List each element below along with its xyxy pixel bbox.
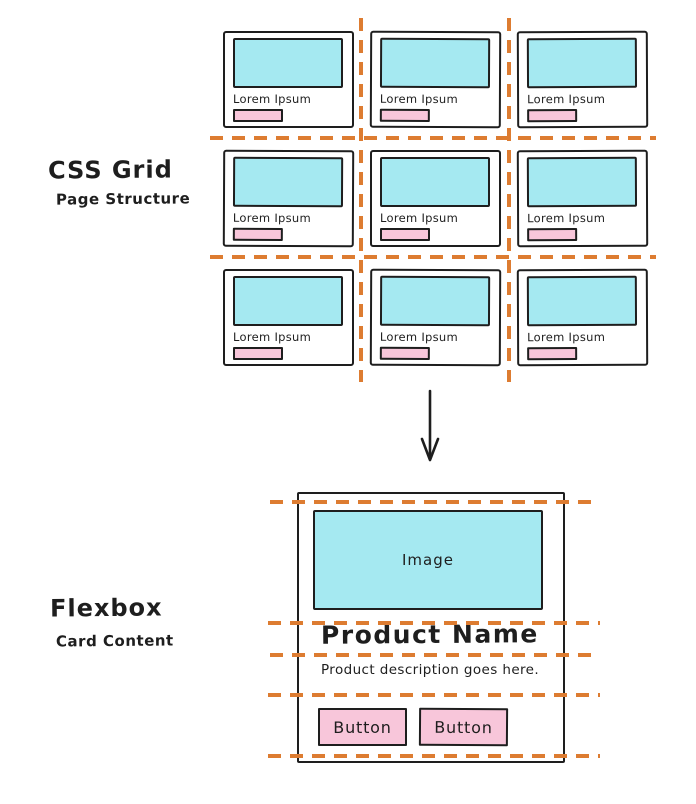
card-label: Lorem Ipsum bbox=[232, 210, 312, 226]
card-label: Lorem Ipsum bbox=[527, 329, 606, 345]
card-image-placeholder bbox=[233, 38, 343, 88]
card-image-placeholder bbox=[379, 275, 491, 327]
product-button-row: Button Button bbox=[318, 707, 509, 747]
flex-divider-bottom bbox=[268, 754, 600, 758]
product-button-1[interactable]: Button bbox=[318, 708, 407, 746]
card-button-placeholder[interactable] bbox=[232, 227, 283, 241]
grid-section-subtitle: Page Structure bbox=[55, 189, 191, 209]
flex-divider-below-image bbox=[268, 621, 600, 625]
card-image-placeholder bbox=[379, 37, 491, 89]
card-button-placeholder[interactable] bbox=[233, 109, 283, 122]
grid-card: Lorem Ipsum bbox=[222, 149, 355, 248]
flexbox-section-subtitle: Card Content bbox=[55, 631, 174, 651]
grid-card: Lorem Ipsum bbox=[369, 268, 502, 367]
card-button-placeholder[interactable] bbox=[527, 228, 578, 242]
card-label: Lorem Ipsum bbox=[527, 91, 606, 107]
card-button-placeholder[interactable] bbox=[379, 108, 430, 122]
card-image-placeholder bbox=[526, 37, 638, 89]
grid-section-title: CSS Grid bbox=[47, 155, 173, 185]
flex-divider-below-description bbox=[268, 693, 600, 697]
card-label: Lorem Ipsum bbox=[380, 211, 459, 225]
product-image-placeholder: Image bbox=[313, 510, 543, 610]
grid-card: Lorem Ipsum bbox=[516, 268, 649, 367]
grid-card: Lorem Ipsum bbox=[223, 269, 354, 366]
card-label: Lorem Ipsum bbox=[379, 329, 459, 345]
product-description: Product description goes here. bbox=[321, 662, 540, 678]
flex-divider-below-name bbox=[270, 653, 600, 657]
grid-card: Lorem Ipsum bbox=[516, 149, 649, 248]
card-image-placeholder bbox=[380, 157, 490, 207]
grid-card: Lorem Ipsum bbox=[370, 150, 501, 247]
card-label: Lorem Ipsum bbox=[527, 210, 606, 226]
grid-card: Lorem Ipsum bbox=[516, 30, 649, 129]
card-image-placeholder bbox=[233, 276, 343, 326]
card-image-placeholder bbox=[232, 156, 344, 208]
card-label: Lorem Ipsum bbox=[233, 330, 312, 344]
product-image-label: Image bbox=[402, 551, 454, 569]
grid-column-divider-1 bbox=[359, 18, 363, 382]
card-button-placeholder[interactable] bbox=[233, 347, 283, 360]
product-button-2[interactable]: Button bbox=[418, 707, 509, 747]
css-grid-mockup: Lorem Ipsum Lorem Ipsum Lorem Ipsum Lore… bbox=[222, 30, 649, 367]
grid-row-divider-2 bbox=[210, 255, 656, 259]
card-button-placeholder[interactable] bbox=[379, 346, 430, 360]
card-image-placeholder bbox=[526, 275, 638, 327]
card-image-placeholder bbox=[526, 156, 638, 208]
down-arrow-icon bbox=[420, 389, 440, 462]
grid-card: Lorem Ipsum bbox=[223, 31, 354, 128]
grid-column-divider-2 bbox=[507, 18, 511, 382]
grid-row-divider-1 bbox=[210, 136, 656, 140]
grid-card: Lorem Ipsum bbox=[369, 30, 502, 129]
product-card: Image Product Name Product description g… bbox=[297, 492, 565, 763]
flexbox-section-title: Flexbox bbox=[49, 593, 163, 623]
card-label: Lorem Ipsum bbox=[233, 92, 312, 106]
card-button-placeholder[interactable] bbox=[380, 228, 430, 241]
card-button-placeholder[interactable] bbox=[527, 347, 578, 361]
flex-divider-top bbox=[270, 500, 600, 504]
card-button-placeholder[interactable] bbox=[527, 109, 578, 123]
card-label: Lorem Ipsum bbox=[379, 91, 459, 107]
